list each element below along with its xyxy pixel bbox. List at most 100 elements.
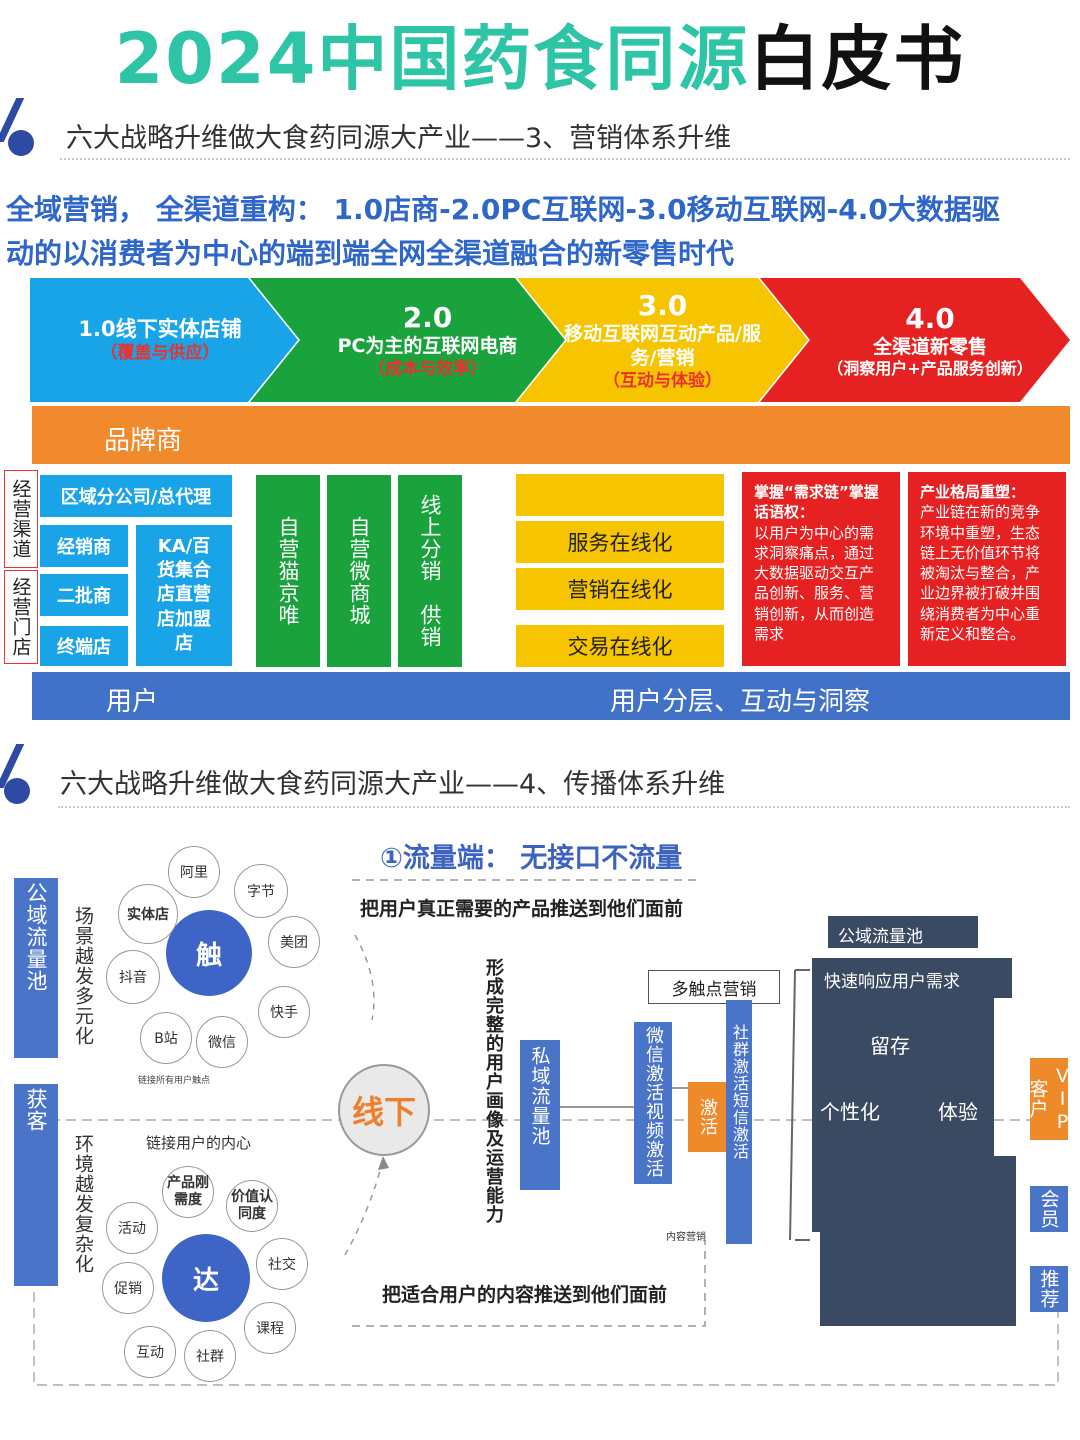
demand-chain-box: 掌握“需求链”掌握话语权： 以用户为中心的需求洞察痛点，通过大数据驱动交互产品创… [742, 472, 900, 666]
touch-store: 实体店 [118, 884, 178, 944]
reach-course: 课程 [244, 1302, 296, 1354]
stage-3: 3.0 移动互联网互动产品/服务/营销 （互动与体验） [560, 278, 765, 402]
stage-2: 2.0 PC为主的互联网电商 （成本与效率） [300, 278, 555, 402]
fast-response-label: 快速响应用户需求 [812, 958, 1012, 998]
activate-box: 激活 [688, 1082, 726, 1152]
terminal-store-box: 终端店 [38, 624, 130, 668]
touch-bytedance: 字节 [234, 864, 288, 918]
community-sms-bar: 社群激活短信激活 [726, 1000, 752, 1244]
stage-4-sub: （洞察用户+产品服务创新） [827, 359, 1033, 379]
demand-chain-body: 以用户为中心的需求洞察痛点，通过大数据驱动交互产品创新、服务、营销创新，从而创造… [754, 523, 875, 643]
marketing-online-box: 营销在线化 [514, 566, 726, 612]
industry-reshape-body: 产业链在新的竞争环境中重塑，生态链上无价值环节将被淘汰与整合，产业边界被打破并围… [920, 503, 1041, 643]
user-portrait-text: 形成完整的用户画像及运营能力 [483, 958, 504, 1224]
touch-center: 触 [166, 910, 252, 996]
member-label: 会员 [1030, 1186, 1068, 1232]
touch-douyin: 抖音 [106, 950, 160, 1004]
brand-band-label: 品牌商 [104, 426, 183, 456]
headline-line2: 动的以消费者为中心的端到端全网全渠道融合的新零售时代 [6, 237, 735, 270]
stage-chevron-2 [250, 278, 565, 402]
green-col-2: 自营微商城 [325, 473, 393, 669]
stage-1-title: 1.0线下实体店铺 [78, 317, 242, 342]
page-title: 2024中国药食同源白皮书 [0, 8, 1080, 100]
content-marketing-label: 内容营销 [666, 1232, 706, 1243]
reach-social: 社交 [256, 1238, 308, 1290]
private-pool-bar: 私域流量池 [520, 1040, 560, 1190]
stage-2-num: 2.0 [402, 301, 453, 334]
green-col-3: 线上分销 供销 [396, 473, 464, 669]
navy-word-personal: 个性化 [820, 1100, 880, 1124]
label-store: 经营门店 [4, 570, 38, 664]
offline-circle: 线下 [338, 1064, 430, 1156]
reach-center: 达 [162, 1234, 250, 1322]
acquire-bar: 获客 [14, 1084, 58, 1286]
recommend-label: 推荐 [1030, 1266, 1068, 1312]
navy-word-experience: 体验 [938, 1100, 978, 1124]
section2-marker-dot [4, 778, 30, 804]
stage-3-sub: （互动与体验） [603, 370, 722, 391]
stage-2-title: PC为主的互联网电商 [337, 335, 518, 357]
green-col-1: 自营猫京唯 [254, 473, 322, 669]
distributor-box: 经销商 [38, 523, 130, 569]
touch-meituan: 美团 [268, 916, 320, 968]
flow-title: ①流量端： 无接口不流量 [380, 843, 683, 874]
touch-wechat: 微信 [196, 1016, 248, 1068]
stage-2-sub: （成本与效率） [368, 358, 487, 379]
service-online-box: 服务在线化 [514, 519, 726, 565]
public-pool-bar: 公域流量池 [14, 878, 58, 1058]
navy-lower-block [820, 1156, 1016, 1326]
section1-headline: 全域营销， 全渠道重构： 1.0店商-2.0PC互联网-3.0移动互联网-4.0… [6, 188, 1076, 276]
touch-bilibili: B站 [140, 1012, 192, 1064]
section2-divider [58, 806, 1070, 808]
section2-heading: 六大战略升维做大食药同源大产业——4、传播体系升维 [60, 769, 726, 800]
stage-4: 4.0 全渠道新零售 （洞察用户+产品服务创新） [800, 278, 1060, 402]
wechat-video-bar: 微信激活视频激活 [634, 1022, 672, 1184]
brand-band: 品牌商 [32, 406, 1070, 464]
left-note-1: 场景越发多元化 [72, 906, 94, 1046]
user-band: 用户 用户分层、互动与洞察 [32, 672, 1070, 720]
stage-1-sub: （覆盖与供应） [100, 342, 220, 363]
bottom-text: 把适合用户的内容推送到他们面前 [382, 1284, 668, 1306]
vip-customer-label: VIP客户 [1027, 1058, 1074, 1140]
reach-promotion: 促销 [102, 1262, 154, 1314]
demand-chain-title: 掌握“需求链”掌握话语权： [754, 483, 879, 522]
section-marker-dot [8, 130, 34, 156]
yellow-empty-box [514, 472, 726, 518]
reach-interaction: 互动 [124, 1326, 176, 1378]
stage-1: 1.0线下实体店铺 （覆盖与供应） [50, 278, 270, 402]
stage-3-title: 移动互联网互动产品/服务/营销 [564, 323, 761, 369]
title-part1: 2024中国药食同源 [114, 17, 750, 100]
touch-alibaba: 阿里 [168, 846, 220, 898]
user-band-right: 用户分层、互动与洞察 [610, 687, 871, 717]
transaction-online-box: 交易在线化 [514, 623, 726, 669]
user-band-left: 用户 [106, 687, 159, 717]
stage-4-num: 4.0 [905, 301, 955, 335]
stage-chevron-1 [30, 278, 298, 402]
stage-3-num: 3.0 [637, 289, 688, 323]
stage-chevrons [30, 278, 1070, 402]
touch-kuaishou: 快手 [258, 986, 310, 1038]
touch-caption: 链接所有用户触点 [138, 1076, 211, 1086]
left-note-2: 环境越发复杂化 [72, 1134, 94, 1274]
wholesaler-box: 二批商 [38, 572, 130, 618]
top-text: 把用户真正需要的产品推送到他们面前 [360, 898, 684, 920]
reach-activity: 活动 [106, 1202, 158, 1254]
reach-product-need: 产品刚需度 [162, 1166, 214, 1218]
label-channel: 经营渠道 [4, 470, 38, 568]
section1-divider [60, 158, 1070, 160]
industry-reshape-title: 产业格局重塑： [920, 483, 1026, 501]
reach-caption: 链接用户的内心 [146, 1134, 252, 1152]
ka-box: KA/百货集合店直营店加盟店 [134, 523, 234, 668]
title-part2: 白皮书 [749, 17, 966, 100]
multi-touch-box: 多触点营销 [648, 970, 780, 1004]
navy-word-retain: 留存 [870, 1034, 910, 1058]
region-box: 区域分公司/总代理 [38, 473, 234, 519]
reach-community: 社群 [184, 1330, 236, 1382]
section1-heading: 六大战略升维做大食药同源大产业——3、营销体系升维 [66, 123, 732, 154]
stage-4-title: 全渠道新零售 [872, 335, 987, 358]
reach-value-recognition: 价值认同度 [226, 1180, 278, 1232]
headline-line1: 全域营销， 全渠道重构： 1.0店商-2.0PC互联网-3.0移动互联网-4.0… [6, 193, 1000, 226]
stage-chevron-4 [760, 278, 1070, 402]
public-pool-label: 公域流量池 [828, 916, 978, 948]
industry-reshape-box: 产业格局重塑： 产业链在新的竞争环境中重塑，生态链上无价值环节将被淘汰与整合，产… [908, 472, 1066, 666]
